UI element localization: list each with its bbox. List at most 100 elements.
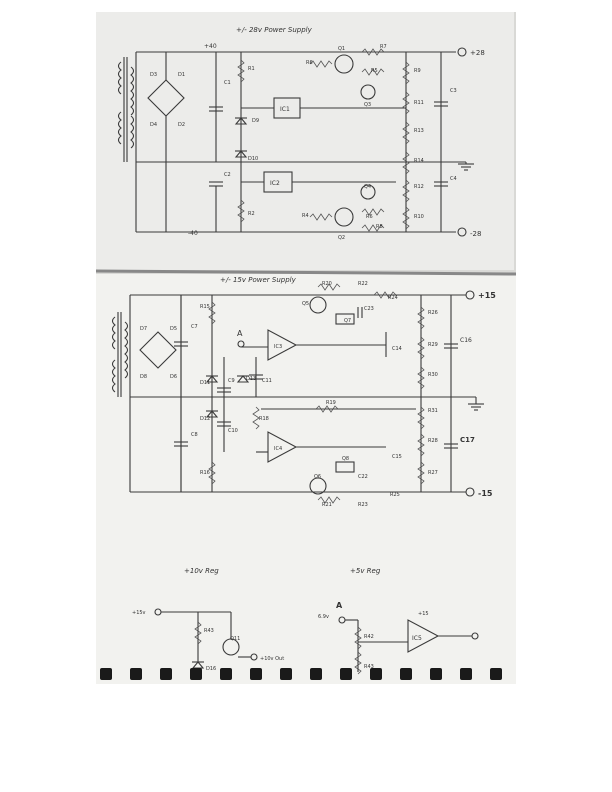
r18-label: R18 (259, 416, 269, 422)
page-fold (96, 269, 516, 276)
c3-label: C3 (450, 88, 457, 94)
r21-label: R21 (322, 502, 332, 508)
d9-label: D9 (252, 118, 259, 124)
r15-label: R15 (200, 304, 210, 310)
ic2-label: IC2 (270, 180, 280, 187)
d2-label: D2 (178, 122, 185, 128)
r7-label: R7 (380, 44, 387, 50)
page1-schematic: +/- 28v Power Supply D3 D1 D4 D2 +40 -40 (117, 26, 485, 241)
q4-label: Q4 (364, 184, 371, 190)
page1-background (96, 12, 514, 270)
c23-label: C23 (364, 306, 374, 312)
r19-label: R19 (326, 400, 336, 406)
r43-5-label: R43 (364, 664, 374, 670)
schematic-sheet: +/- 28v Power Supply D3 D1 D4 D2 +40 -40 (96, 12, 516, 684)
d4-label: D4 (150, 122, 157, 128)
q1-label: Q1 (338, 46, 345, 52)
out-pos-label-1: +28 (470, 49, 485, 57)
page2-schematic: +/- 15v Power Supply D7 D5 D8 D6 C7 C8 (111, 276, 496, 675)
reg5-title: +5v Reg (350, 567, 381, 575)
d12-label: D12 (200, 416, 210, 422)
node-a-label: A (237, 329, 243, 338)
c8-label: C8 (191, 432, 198, 438)
r5-label: R5 (371, 68, 378, 74)
r43-10-label: R43 (204, 628, 214, 634)
q7-label: Q7 (344, 318, 351, 324)
q5-label: Q5 (302, 301, 309, 307)
spiral-binding (100, 668, 502, 680)
c22-label: C22 (358, 474, 368, 480)
r6-label: R6 (306, 60, 313, 66)
r6b-label: R6 (366, 214, 373, 220)
c11-label: C11 (262, 378, 272, 384)
page2-title: +/- 15v Power Supply (220, 276, 297, 284)
reg10-out-label: +10v Out (260, 656, 284, 662)
bridge-rectifier-2: D7 D5 D8 D6 (139, 326, 177, 380)
ic1-label: IC1 (280, 106, 290, 113)
r30-label: R30 (428, 372, 438, 378)
r8-label: R8 (376, 224, 383, 230)
out-pos-label-2: +15 (478, 291, 496, 300)
reg5-node-a: A (336, 601, 343, 610)
r25-label: R25 (390, 492, 400, 498)
c4-label: C4 (450, 176, 457, 182)
c2-label: C2 (224, 172, 231, 178)
q2-label: Q2 (338, 235, 345, 241)
r23-label: R23 (358, 502, 368, 508)
ic4-label: IC4 (274, 446, 282, 452)
r28-label: R28 (428, 438, 438, 444)
rail-top-label: +40 (204, 43, 217, 50)
out-neg-label-2: -15 (478, 489, 493, 498)
r14-label: R14 (414, 158, 424, 164)
d6-label: D6 (170, 374, 177, 380)
r12-label: R12 (414, 184, 424, 190)
d5-label: D5 (170, 326, 177, 332)
c17-label: C17 (460, 436, 475, 444)
transformer-2 (111, 312, 129, 397)
r10-label: R10 (414, 214, 424, 220)
transformer-1 (117, 57, 135, 162)
r27-label: R27 (428, 470, 438, 476)
d7-label: D7 (140, 326, 147, 332)
c14-label: C14 (392, 346, 402, 352)
r2-label: R2 (248, 211, 255, 217)
ic5-label: IC5 (412, 635, 422, 642)
rail-bottom-label: -40 (188, 230, 198, 237)
q3-label: Q3 (364, 102, 371, 108)
d1-label: D1 (178, 72, 185, 78)
page2-background (96, 274, 516, 684)
r22-label: R22 (358, 281, 368, 287)
reg5-in-label: 6.9v (318, 614, 329, 620)
r16-label: R16 (200, 470, 210, 476)
c15-label: C15 (392, 454, 402, 460)
r4-label: R4 (302, 213, 309, 219)
r29-label: R29 (428, 342, 438, 348)
c7-label: C7 (191, 324, 198, 330)
q8-label: Q8 (342, 456, 349, 462)
r42-label: R42 (364, 634, 374, 640)
r1-label: R1 (248, 66, 255, 72)
c16-label: C16 (460, 337, 472, 344)
d10-label: D10 (248, 156, 258, 162)
r9-label: R9 (414, 68, 421, 74)
reg10-title: +10v Reg (184, 567, 219, 575)
d8-label: D8 (140, 374, 147, 380)
r13-label: R13 (414, 128, 424, 134)
c10-label: C10 (228, 428, 238, 434)
out-neg-label-1: -28 (470, 230, 481, 238)
d16-label: D16 (206, 666, 216, 672)
reg10-in-label: +15v (132, 610, 146, 616)
reg5-v15-label: +15 (418, 611, 429, 617)
r31-label: R31 (428, 408, 438, 414)
d3-label: D3 (150, 72, 157, 78)
r26-label: R26 (428, 310, 438, 316)
q6-label: Q6 (314, 474, 321, 480)
q11-label: Q11 (230, 636, 240, 642)
c9-label: C9 (228, 378, 235, 384)
c1-label: C1 (224, 80, 231, 86)
page1-title: +/- 28v Power Supply (236, 26, 313, 34)
r11-label: R11 (414, 100, 424, 106)
ic3-label: IC3 (274, 344, 282, 350)
d11-label: D11 (200, 380, 210, 386)
schematic-photo: +/- 28v Power Supply D3 D1 D4 D2 +40 -40 (96, 12, 516, 684)
